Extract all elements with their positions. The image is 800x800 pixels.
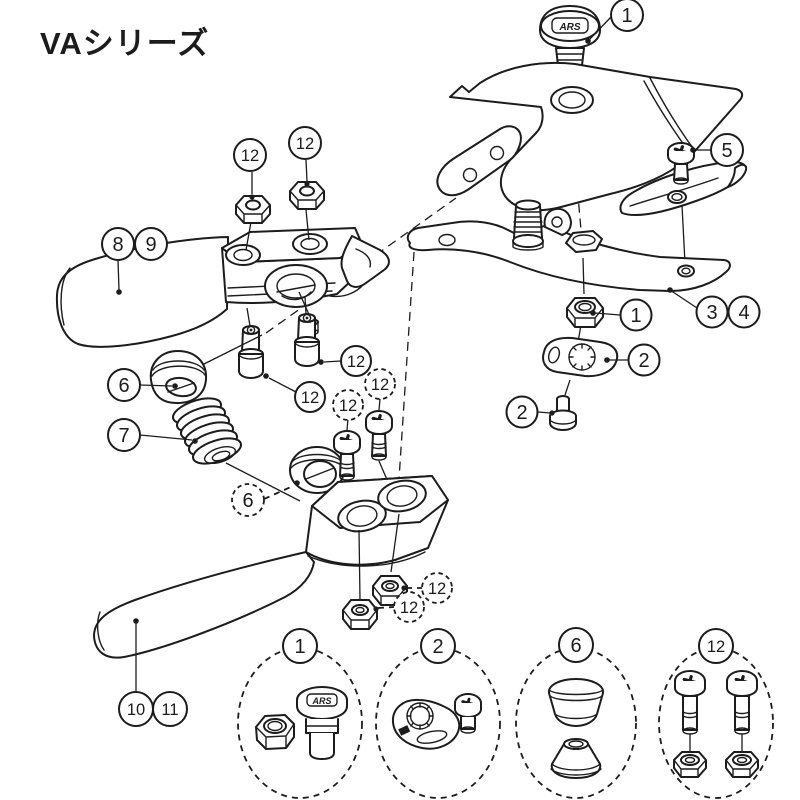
- callout-11: 11: [152, 691, 188, 727]
- svg-text:1: 1: [294, 636, 305, 658]
- svg-text:2: 2: [432, 636, 443, 658]
- cushion-cap-lower: [263, 446, 345, 500]
- svg-text:8: 8: [112, 234, 123, 256]
- cushion-cap-upper: [149, 334, 263, 404]
- svg-text:2: 2: [516, 402, 527, 424]
- svg-text:12: 12: [296, 135, 314, 153]
- svg-text:12: 12: [339, 397, 357, 415]
- callout-10: 10: [118, 691, 154, 727]
- svg-text:1: 1: [621, 5, 632, 27]
- svg-text:3: 3: [706, 302, 717, 324]
- detail-hex-nut: [255, 714, 295, 750]
- callout-12-c: 12: [340, 345, 372, 377]
- detail-phillips-rivet: [454, 693, 482, 734]
- callout-12-a: 12: [233, 138, 267, 172]
- svg-text:6: 6: [242, 490, 253, 512]
- callout-12-dashed-c: 12: [421, 572, 453, 604]
- callout-9: 9: [134, 227, 168, 261]
- detail-cap-bolt: ARS: [296, 686, 348, 760]
- upper-blade: [436, 61, 744, 212]
- callout-1-top: 1: [610, 0, 644, 32]
- callout-12-dashed-d: 12: [393, 591, 425, 623]
- lock-washer: [542, 336, 628, 396]
- anvil-insert: [619, 160, 748, 264]
- detail-group-12: 12: [658, 628, 774, 799]
- svg-text:1: 1: [630, 305, 641, 327]
- detail-group-6: 6: [515, 627, 637, 799]
- callout-12-dashed-b: 12: [332, 389, 364, 421]
- detail-cushion-upper: [547, 678, 605, 727]
- callout-12-d: 12: [294, 381, 326, 413]
- lower-head: [133, 475, 449, 692]
- svg-text:2: 2: [638, 350, 649, 372]
- callout-4: 4: [727, 295, 761, 329]
- callout-5: 5: [710, 133, 744, 167]
- hex-nut-upper-left: [235, 172, 271, 251]
- detail-group-2: 2: [375, 628, 501, 799]
- anvil-arm: [406, 199, 731, 309]
- callout-6-solid: 6: [107, 368, 141, 402]
- svg-text:10: 10: [127, 701, 145, 719]
- callouts: 1 12 12 5 8 9 3 4 1 2 2 6 12 12 12 12 7 …: [101, 0, 761, 727]
- svg-text:12: 12: [371, 376, 389, 394]
- hex-nut-lower-left: [342, 529, 395, 630]
- set-rivet: [537, 395, 577, 431]
- svg-text:9: 9: [145, 234, 156, 256]
- upper-handle: [55, 236, 229, 348]
- hex-nut-upper-right: [289, 159, 325, 241]
- svg-text:12: 12: [347, 353, 365, 371]
- detail-lock-washer: [391, 698, 461, 750]
- svg-text:12: 12: [400, 599, 418, 617]
- shoulder-bolt-left: [238, 307, 269, 379]
- blade-lug: [436, 125, 522, 197]
- callout-7: 7: [107, 418, 141, 452]
- callout-12-dashed-a: 12: [364, 368, 396, 400]
- svg-text:6: 6: [118, 375, 129, 397]
- callout-3: 3: [695, 295, 729, 329]
- callout-8: 8: [101, 227, 135, 261]
- shoulder-bolt-right: [294, 296, 324, 367]
- nut-seat: [565, 230, 603, 253]
- detail-cushion-lower: [550, 738, 602, 779]
- brand-logo: ARS: [558, 22, 580, 33]
- svg-text:ARS: ARS: [311, 696, 331, 706]
- callout-2-washer: 2: [627, 343, 661, 377]
- pivot-boss: [264, 264, 328, 308]
- svg-text:12: 12: [241, 147, 259, 165]
- svg-text:12: 12: [707, 638, 725, 656]
- callout-2-rivet: 2: [505, 395, 539, 429]
- page-title: VAシリーズ: [40, 26, 209, 61]
- phillips-bolt-left: [333, 418, 361, 513]
- screw-5: [667, 142, 711, 185]
- svg-text:7: 7: [118, 425, 129, 447]
- phillips-bolt-right: [365, 398, 395, 497]
- callout-1-nut: 1: [619, 298, 653, 332]
- link-tab: [543, 207, 572, 236]
- head-claw: [340, 235, 390, 288]
- svg-text:5: 5: [721, 140, 732, 162]
- svg-text:12: 12: [428, 580, 446, 598]
- callout-6-dashed: 6: [231, 483, 265, 517]
- coil-spring: [172, 397, 301, 502]
- svg-text:6: 6: [570, 635, 581, 657]
- callout-12-b: 12: [288, 126, 322, 160]
- detail-bolt-nut-right: [725, 670, 759, 778]
- svg-text:11: 11: [161, 701, 178, 719]
- lower-handle: [93, 551, 315, 659]
- detail-bolt-nut-left: [673, 670, 707, 778]
- leaders: [116, 259, 342, 441]
- svg-text:12: 12: [301, 389, 319, 407]
- detail-group-1: 1 ARS: [237, 628, 363, 799]
- svg-text:4: 4: [738, 302, 749, 324]
- upper-head: [221, 227, 390, 336]
- pivot-nut: [566, 257, 621, 343]
